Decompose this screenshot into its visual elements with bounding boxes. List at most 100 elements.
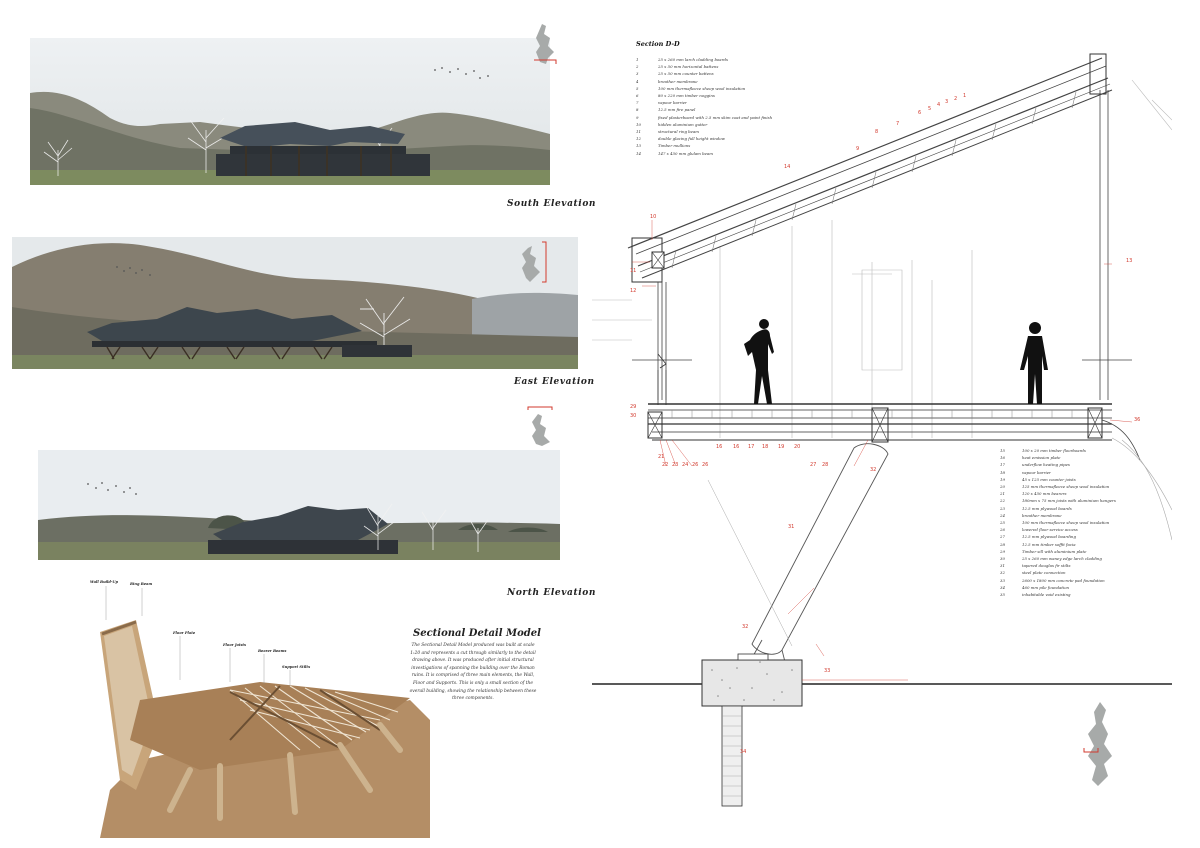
callout-label: 16 bbox=[733, 444, 739, 450]
legend-number: 17 bbox=[1000, 462, 1005, 468]
legend-text: Timber sill with aluminium plate bbox=[1022, 548, 1087, 554]
callout-label: 18 bbox=[762, 444, 768, 450]
legend-text: 180mm x 75 mm joists with aluminium hang… bbox=[1022, 498, 1116, 504]
legend-number: 12 bbox=[636, 136, 641, 142]
callout-label: 23 bbox=[672, 462, 678, 468]
legend-text: tapered douglas fir stilts bbox=[1022, 563, 1071, 569]
legend-text: 120 x 450 mm bearers bbox=[1022, 491, 1067, 497]
model-label-floor-plate: Floor Plate bbox=[173, 631, 196, 635]
legend-number: 11 bbox=[636, 129, 641, 135]
legend-number: 25 bbox=[1000, 520, 1005, 526]
key-plan-icon bbox=[522, 241, 547, 283]
callout-label: 31 bbox=[788, 524, 794, 530]
model-label-support-stilts: Support Stilts bbox=[282, 665, 311, 669]
legend-text: 25 x 50 mm horizontal battens bbox=[658, 64, 719, 70]
legend-text: fixed plasterboard with 2.5 mm skim coat… bbox=[658, 114, 773, 120]
model-label-wall: Wall Build-Up bbox=[90, 580, 119, 584]
key-plan-icon bbox=[534, 24, 557, 64]
callout-label: 17 bbox=[748, 444, 754, 450]
callout-label: 27 bbox=[810, 462, 816, 468]
legend-text: heat emission plate bbox=[1022, 455, 1061, 461]
legend-text: steel plate connection bbox=[1022, 570, 1066, 576]
section-title: Section D-D bbox=[636, 40, 680, 48]
callout-label: 16 bbox=[716, 444, 722, 450]
model-label-bearer-beams: Bearer Beams bbox=[258, 649, 287, 653]
legend-text: 25 x 50 mm counter battens bbox=[658, 71, 714, 77]
legend-item: 35 inhabitable void existing bbox=[1000, 591, 1116, 598]
callout-label: 28 bbox=[822, 462, 828, 468]
callout-label: 13 bbox=[1126, 258, 1132, 264]
legend-number: 7 bbox=[636, 100, 639, 106]
callout-label: 4 bbox=[937, 102, 940, 108]
legend-text: 125 mm thermafleece sheep wool insulatio… bbox=[1022, 484, 1110, 490]
legend-number: 13 bbox=[636, 143, 641, 149]
callout-label: 11 bbox=[630, 268, 636, 274]
callout-label: 34 bbox=[740, 749, 746, 755]
legend-number: 34 bbox=[1000, 584, 1005, 590]
north-elevation-image bbox=[38, 450, 560, 560]
callout-label: 10 bbox=[650, 214, 656, 220]
legend-number: 21 bbox=[1000, 491, 1005, 497]
key-plan-icon bbox=[1083, 702, 1112, 786]
legend-item: 28 12.5 mm timber soffit facia bbox=[1000, 541, 1116, 548]
callout-label: 26 bbox=[702, 462, 708, 468]
legend-number: 1 bbox=[636, 57, 639, 62]
legend-item: 18 vapour barrier bbox=[1000, 469, 1116, 476]
callout-label: 3 bbox=[945, 99, 948, 105]
model-description: The Sectional Detail Model produced was … bbox=[409, 643, 537, 702]
legend-number: 6 bbox=[636, 93, 639, 99]
key-plan-icon bbox=[527, 406, 553, 446]
legend-number: 2 bbox=[636, 64, 639, 70]
legend-text: vapour barrier bbox=[1022, 469, 1051, 475]
legend-number: 24 bbox=[1000, 512, 1005, 518]
legend-text: inhabitable void existing bbox=[1022, 592, 1071, 598]
legend-text: 12.5 mm timber soffit facia bbox=[1022, 541, 1076, 547]
south-elevation-image bbox=[30, 38, 550, 185]
legend-number: 15 bbox=[1000, 448, 1005, 453]
callout-label: 22 bbox=[662, 462, 668, 468]
legend-text: breather membrane bbox=[658, 78, 698, 84]
model-leader-lines bbox=[105, 586, 291, 686]
legend-text: double glazing full height window bbox=[658, 136, 725, 142]
callout-label: 33 bbox=[824, 668, 830, 674]
legend-text: 460 mm pile foundation bbox=[1022, 584, 1070, 590]
legend-text: 147 x 450 mm glulam beam bbox=[658, 150, 713, 156]
legend-item: 11 structural ring beam bbox=[636, 128, 772, 135]
legend-number: 28 bbox=[1000, 541, 1005, 547]
legend-item: 12 double glazing full height window bbox=[636, 135, 772, 142]
legend-item: 21 120 x 450 mm bearers bbox=[1000, 490, 1116, 497]
legend-number: 5 bbox=[636, 85, 639, 91]
legend-number: 16 bbox=[1000, 455, 1005, 461]
legend-text: structural ring beam bbox=[658, 129, 699, 135]
callout-label: 26 bbox=[692, 462, 698, 468]
legend-text: 2600 x 1800 mm concrete pad foundation bbox=[1022, 577, 1105, 583]
legend-item: 2 25 x 50 mm horizontal battens bbox=[636, 63, 772, 70]
legend-number: 18 bbox=[1000, 469, 1005, 475]
callout-label: 1 bbox=[963, 93, 966, 99]
south-elevation-title: South Elevation bbox=[507, 199, 597, 209]
legend-number: 35 bbox=[1000, 592, 1005, 598]
legend-text: 12.5 mm plywood boarding bbox=[1022, 534, 1076, 540]
legend-number: 22 bbox=[1000, 498, 1005, 504]
callout-label: 21 bbox=[658, 454, 664, 460]
legend-text: 12.5 mm fire panel bbox=[658, 107, 696, 113]
callout-label: 7 bbox=[896, 121, 899, 127]
callout-label: 2 bbox=[954, 96, 957, 102]
legend-number: 10 bbox=[636, 121, 641, 127]
